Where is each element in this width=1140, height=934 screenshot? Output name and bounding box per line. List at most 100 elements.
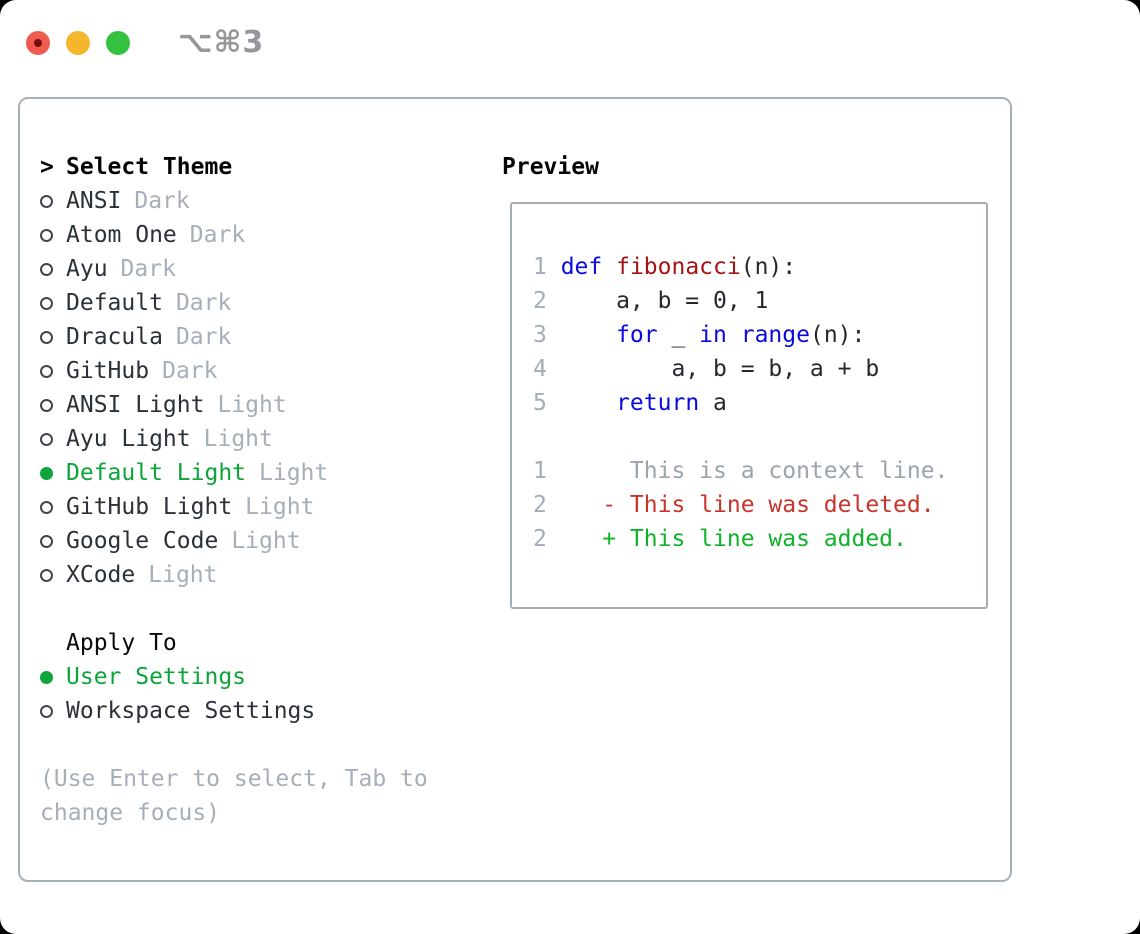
theme-variant-label: Light [259, 460, 329, 486]
radio-circle [40, 364, 53, 378]
select-theme-header: > Select Theme [40, 150, 442, 184]
radio-circle [40, 534, 53, 548]
line-number: 3 [533, 322, 547, 348]
prompt-caret-icon: > [40, 154, 54, 180]
radio-icon [40, 432, 66, 446]
code-segment: range [740, 322, 810, 348]
theme-variant-label: Dark [134, 188, 190, 214]
theme-variant-label: Light [148, 562, 218, 588]
code-segment: def [560, 254, 603, 280]
code-segment: return [616, 390, 700, 416]
theme-variant-label: Dark [175, 290, 232, 316]
code-segment: - This line was deleted. [560, 492, 935, 518]
theme-option-label: ANSI Light [66, 392, 205, 418]
theme-variant-label: Dark [162, 358, 218, 384]
code-segment: a, b = 0, 1 [560, 288, 769, 314]
spacer [40, 728, 442, 762]
theme-option-label: Default [66, 290, 163, 316]
apply-to-title: Apply To [66, 630, 177, 656]
preview-line: 1 This is a context line. [533, 454, 986, 488]
spacer [40, 592, 442, 626]
apply-to-header: Apply To [40, 626, 442, 660]
line-number: 4 [533, 356, 547, 382]
theme-variant-label: Light [231, 528, 301, 554]
radio-selected-icon [40, 670, 66, 684]
theme-variant-label: Dark [189, 222, 246, 248]
theme-option[interactable]: ANSI Light Light [40, 388, 442, 422]
radio-icon [40, 296, 66, 310]
code-segment: This is a context line. [560, 458, 949, 484]
radio-circle [40, 194, 53, 208]
radio-circle [40, 330, 53, 344]
radio-icon [40, 704, 66, 718]
code-segment: a, b = b, a + b [560, 356, 880, 382]
code-segment [561, 390, 616, 416]
radio-circle [40, 670, 53, 684]
theme-option-label: ANSI [66, 188, 122, 214]
theme-option-label: Ayu Light [66, 426, 191, 452]
theme-variant-label: Light [217, 392, 287, 418]
radio-icon [40, 330, 66, 344]
zoom-button-icon[interactable] [106, 30, 130, 55]
radio-circle [40, 500, 53, 514]
radio-icon [40, 500, 66, 514]
line-number: 2 [533, 492, 547, 518]
hint-text: (Use Enter to select, Tab to change focu… [40, 766, 428, 826]
radio-icon [40, 568, 66, 582]
line-number: 1 [533, 458, 547, 484]
radio-icon [40, 228, 66, 242]
apply-to-option[interactable]: Workspace Settings [40, 694, 442, 728]
minimize-button-icon[interactable] [66, 30, 90, 55]
code-segment: for [616, 322, 658, 348]
theme-variant-label: Dark [175, 324, 232, 350]
code-segment [602, 254, 616, 280]
line-number: 1 [533, 254, 547, 280]
theme-option[interactable]: ANSI Dark [40, 184, 442, 218]
select-theme-title: Select Theme [66, 154, 233, 180]
theme-option[interactable]: Dracula Dark [40, 320, 442, 354]
theme-option-label: Default Light [66, 460, 247, 486]
apply-to-option[interactable]: User Settings [40, 660, 442, 694]
radio-circle [40, 262, 53, 276]
radio-circle [40, 466, 53, 480]
preview-line: 4 a, b = b, a + b [533, 352, 986, 386]
theme-option-label: Ayu [66, 256, 108, 282]
theme-option-label: XCode [66, 562, 136, 588]
theme-variant-label: Light [245, 494, 315, 520]
code-segment [561, 322, 616, 348]
radio-circle [40, 704, 53, 718]
theme-option[interactable]: Default Dark [40, 286, 442, 320]
theme-option[interactable]: Default Light Light [40, 456, 442, 490]
radio-icon [40, 364, 66, 378]
code-segment: + This line was added. [560, 526, 907, 552]
radio-circle [40, 296, 53, 310]
line-number: 2 [533, 526, 547, 552]
preview-line [533, 420, 986, 454]
preview-line: 3 for _ in range(n): [533, 318, 986, 352]
radio-circle [40, 568, 53, 582]
preview-line: 2 a, b = 0, 1 [533, 284, 986, 318]
radio-icon [40, 398, 66, 412]
theme-option-label: Dracula [66, 324, 163, 350]
radio-icon [40, 534, 66, 548]
apply-to-option-label: User Settings [66, 664, 247, 690]
preview-line: 2 - This line was deleted. [533, 488, 986, 522]
apply-to-option-label: Workspace Settings [66, 698, 316, 724]
code-segment: (n): [809, 322, 866, 348]
line-number: 5 [533, 390, 547, 416]
radio-circle [40, 398, 53, 412]
code-segment: a [699, 390, 727, 416]
theme-option[interactable]: XCode Light [40, 558, 442, 592]
window-shortcut-label: ⌥⌘3 [178, 25, 265, 60]
close-button-icon[interactable] [26, 30, 50, 55]
